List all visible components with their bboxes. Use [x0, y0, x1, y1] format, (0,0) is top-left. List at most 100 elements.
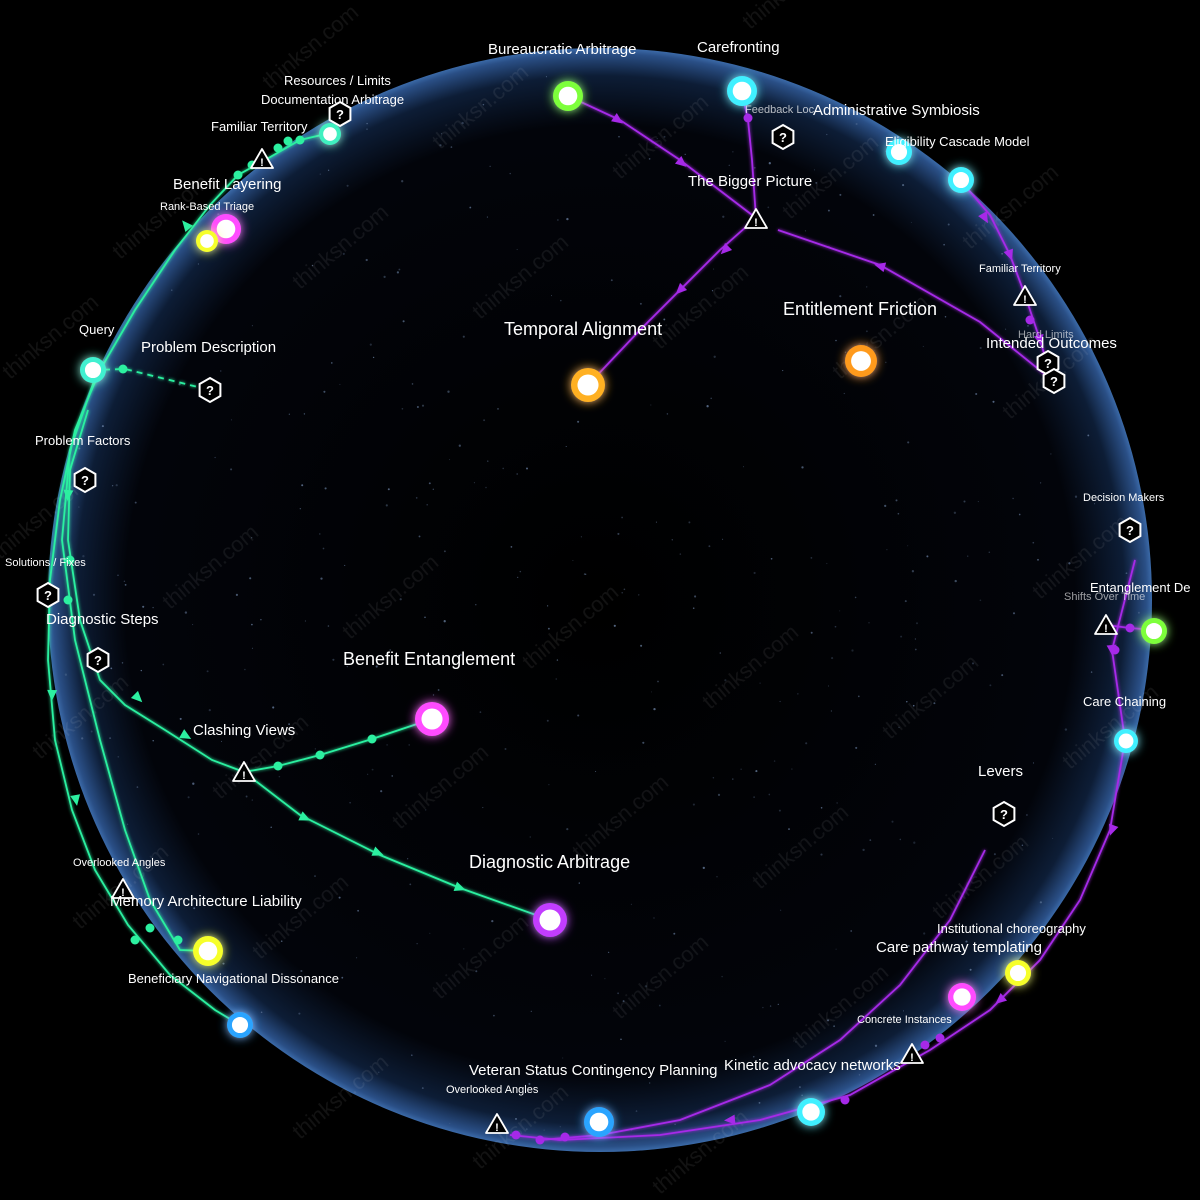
star	[418, 535, 421, 538]
star	[717, 793, 721, 797]
star	[926, 555, 929, 558]
label-diagnostic-arbitrage[interactable]: Diagnostic Arbitrage	[469, 852, 630, 872]
label-levers[interactable]: Levers	[978, 763, 1023, 780]
star	[341, 976, 344, 979]
star	[439, 144, 442, 147]
node-benefit-layering[interactable]	[211, 214, 241, 244]
label-beneficiary-navigational-dissonance[interactable]: Beneficiary Navigational Dissonance	[128, 971, 339, 986]
question-hex-icon[interactable]	[36, 582, 60, 608]
edge	[959, 179, 1053, 381]
label-eligibility-cascade-model[interactable]: Eligibility Cascade Model	[885, 134, 1030, 149]
star	[458, 444, 461, 447]
star	[710, 397, 712, 400]
label-care-chaining[interactable]: Care Chaining	[1083, 694, 1166, 709]
star	[179, 717, 182, 720]
label-resources-limits[interactable]: Resources / Limits	[284, 73, 391, 88]
label-entitlement-friction[interactable]: Entitlement Friction	[783, 299, 937, 319]
star	[827, 685, 830, 687]
question-hex-icon[interactable]	[73, 467, 97, 493]
label-administrative-symbiosis[interactable]: Administrative Symbiosis	[813, 102, 980, 119]
star	[1021, 844, 1024, 846]
node-institutional-choreography[interactable]	[1005, 960, 1031, 986]
question-hex-icon[interactable]	[771, 124, 795, 150]
label-concrete-instances[interactable]: Concrete Instances	[857, 1014, 952, 1026]
label-overlooked-angles-bottom[interactable]: Overlooked Angles	[446, 1084, 539, 1096]
label-institutional-choreography[interactable]: Institutional choreography	[937, 921, 1086, 936]
node-carefronting[interactable]	[727, 76, 757, 106]
label-decision-makers[interactable]: Decision Makers	[1083, 492, 1165, 504]
star	[620, 1038, 622, 1041]
label-benefit-entanglement[interactable]: Benefit Entanglement	[343, 649, 515, 669]
label-temporal-alignment[interactable]: Temporal Alignment	[504, 319, 662, 339]
label-documentation-arbitrage[interactable]: Documentation Arbitrage	[261, 92, 404, 107]
star	[646, 324, 648, 326]
star	[815, 182, 818, 184]
label-the-bigger-picture[interactable]: The Bigger Picture	[688, 173, 812, 190]
star	[622, 1000, 625, 1003]
star	[162, 663, 165, 666]
node-query[interactable]	[80, 357, 106, 383]
star	[895, 499, 898, 502]
label-shifts-over-time[interactable]: Shifts Over Time	[1064, 591, 1145, 603]
star	[90, 730, 93, 733]
label-rank-based-triage[interactable]: Rank-Based Triage	[160, 201, 254, 213]
node-documentation-arbitrage[interactable]	[319, 123, 341, 145]
label-clashing-views[interactable]: Clashing Views	[193, 722, 295, 739]
label-care-pathway-templating[interactable]: Care pathway templating	[876, 939, 1042, 956]
label-overlooked-angles-left[interactable]: Overlooked Angles	[73, 857, 166, 869]
label-query[interactable]: Query	[79, 322, 115, 337]
star	[753, 571, 756, 575]
label-problem-description[interactable]: Problem Description	[141, 339, 276, 356]
node-diagnostic-arbitrage[interactable]	[533, 903, 567, 937]
label-hard-limits[interactable]: Hard Limits	[1018, 329, 1074, 341]
node-temporal-alignment[interactable]	[571, 368, 605, 402]
label-familiar-territory-left[interactable]: Familiar Territory	[211, 119, 308, 134]
star	[742, 466, 745, 468]
star	[178, 383, 181, 386]
node-entitlement-friction[interactable]	[845, 345, 877, 377]
star	[907, 545, 909, 547]
label-familiar-territory-right[interactable]: Familiar Territory	[979, 263, 1061, 275]
star	[944, 316, 947, 318]
label-entanglement-de[interactable]: Entanglement De	[1090, 580, 1190, 595]
star	[140, 669, 142, 672]
node-eligibility-cascade-secondary[interactable]	[948, 167, 974, 193]
star	[644, 985, 648, 988]
star	[862, 848, 865, 852]
question-hex-icon[interactable]	[992, 801, 1016, 827]
question-hex-icon[interactable]	[86, 647, 110, 673]
node-kinetic-advocacy-networks[interactable]	[797, 1098, 825, 1126]
node-care-chaining[interactable]	[1114, 729, 1138, 753]
node-veteran-status-contingency-planning[interactable]	[584, 1107, 614, 1137]
label-diagnostic-steps[interactable]: Diagnostic Steps	[46, 611, 159, 628]
label-solutions-fixes[interactable]: Solutions / Fixes	[5, 557, 86, 569]
star	[301, 484, 304, 487]
star	[585, 573, 587, 575]
label-feedback-loops[interactable]: Feedback Loc	[745, 104, 815, 116]
label-veteran-status[interactable]: Veteran Status Contingency Planning	[469, 1062, 718, 1079]
label-kinetic-advocacy-networks[interactable]: Kinetic advocacy networks	[724, 1057, 901, 1074]
label-benefit-layering[interactable]: Benefit Layering	[173, 176, 281, 193]
label-problem-factors[interactable]: Problem Factors	[35, 433, 131, 448]
star	[639, 302, 642, 305]
label-memory-architecture-liability[interactable]: Memory Architecture Liability	[110, 893, 302, 910]
label-carefronting[interactable]: Carefronting	[697, 39, 780, 56]
star	[208, 708, 211, 712]
star	[1039, 482, 1042, 484]
node-care-pathway-templating[interactable]	[948, 983, 976, 1011]
star	[902, 1010, 905, 1012]
star	[965, 940, 968, 943]
node-rank-based-triage[interactable]	[196, 230, 218, 252]
label-bureaucratic-arbitrage[interactable]: Bureaucratic Arbitrage	[488, 41, 636, 58]
node-memory-architecture-liability[interactable]	[193, 936, 223, 966]
question-hex-icon[interactable]	[1118, 517, 1142, 543]
node-eligibility-cascade-model[interactable]	[886, 139, 912, 165]
node-entanglement-de[interactable]	[1141, 618, 1167, 644]
node-beneficiary-navigational-dissonance[interactable]	[227, 1012, 253, 1038]
question-hex-icon[interactable]	[1042, 368, 1066, 394]
question-hex-icon[interactable]	[198, 377, 222, 403]
star	[779, 700, 781, 703]
node-bureaucratic-arbitrage[interactable]	[553, 81, 583, 111]
label-intended-outcomes[interactable]: Intended Outcomes	[986, 335, 1117, 352]
node-benefit-entanglement[interactable]	[415, 702, 449, 736]
